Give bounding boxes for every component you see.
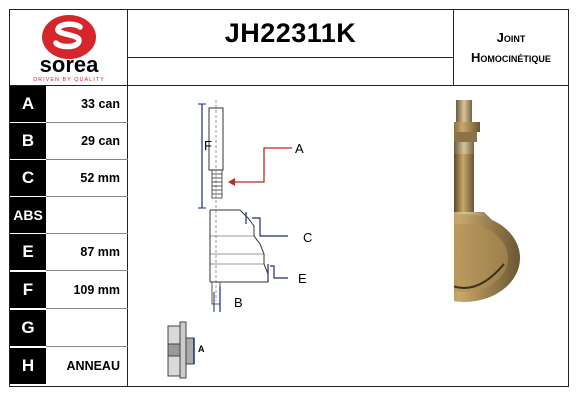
label-c: C <box>303 230 313 245</box>
part-number: JH22311K <box>128 10 453 58</box>
logo-brand-text: sorea <box>40 52 99 77</box>
technical-drawing: F A C E B A <box>128 86 454 386</box>
product-title: Joint Homocinétique <box>454 10 568 86</box>
spec-key: H <box>10 348 46 384</box>
spec-key: F <box>10 272 46 308</box>
spec-value: ANNEAU <box>66 359 120 373</box>
brand-logo-cell: sorea DRIVEN BY QUALITY <box>10 10 128 86</box>
spec-row-g: G <box>10 310 128 347</box>
spec-key: ABS <box>10 197 46 233</box>
spec-value: 52 mm <box>80 171 120 185</box>
spec-value <box>46 197 128 233</box>
product-photo <box>408 86 568 386</box>
spec-key: B <box>10 123 46 159</box>
title-line-1: Joint <box>496 29 526 45</box>
label-a: A <box>295 141 304 156</box>
spec-key: C <box>10 160 46 196</box>
spec-row-f: F 109 mm <box>10 272 128 309</box>
logo-tagline: DRIVEN BY QUALITY <box>33 77 105 83</box>
spec-row-abs: ABS <box>10 197 128 234</box>
spec-value: 29 can <box>81 134 120 148</box>
spec-value: 33 can <box>81 97 120 111</box>
spec-row-e: E 87 mm <box>10 234 128 271</box>
spec-value: 109 mm <box>73 283 120 297</box>
product-sheet: sorea DRIVEN BY QUALITY JH22311K Joint H… <box>9 9 569 387</box>
spec-key: E <box>10 234 46 270</box>
label-f: F <box>204 138 212 153</box>
spec-row-a: A 33 can <box>10 86 128 123</box>
spec-row-c: C 52 mm <box>10 160 128 197</box>
title-line-2: Homocinétique <box>471 49 551 65</box>
spec-key: G <box>10 310 46 346</box>
part-number-cell: JH22311K <box>128 10 454 86</box>
cv-joint-drawing <box>167 100 292 379</box>
spec-value: 87 mm <box>80 245 120 259</box>
detail-label-a: A <box>198 344 205 354</box>
spec-value <box>46 310 128 346</box>
label-e: E <box>298 271 307 286</box>
spec-key: A <box>10 86 46 122</box>
label-b: B <box>234 295 243 310</box>
cv-joint-photo <box>408 100 520 302</box>
spec-row-b: B 29 can <box>10 123 128 160</box>
spec-row-h: H ANNEAU <box>10 348 128 385</box>
spec-list: A 33 can B 29 can C 52 mm ABS E 87 mm F … <box>10 86 128 386</box>
sorea-logo: sorea DRIVEN BY QUALITY <box>33 15 105 83</box>
